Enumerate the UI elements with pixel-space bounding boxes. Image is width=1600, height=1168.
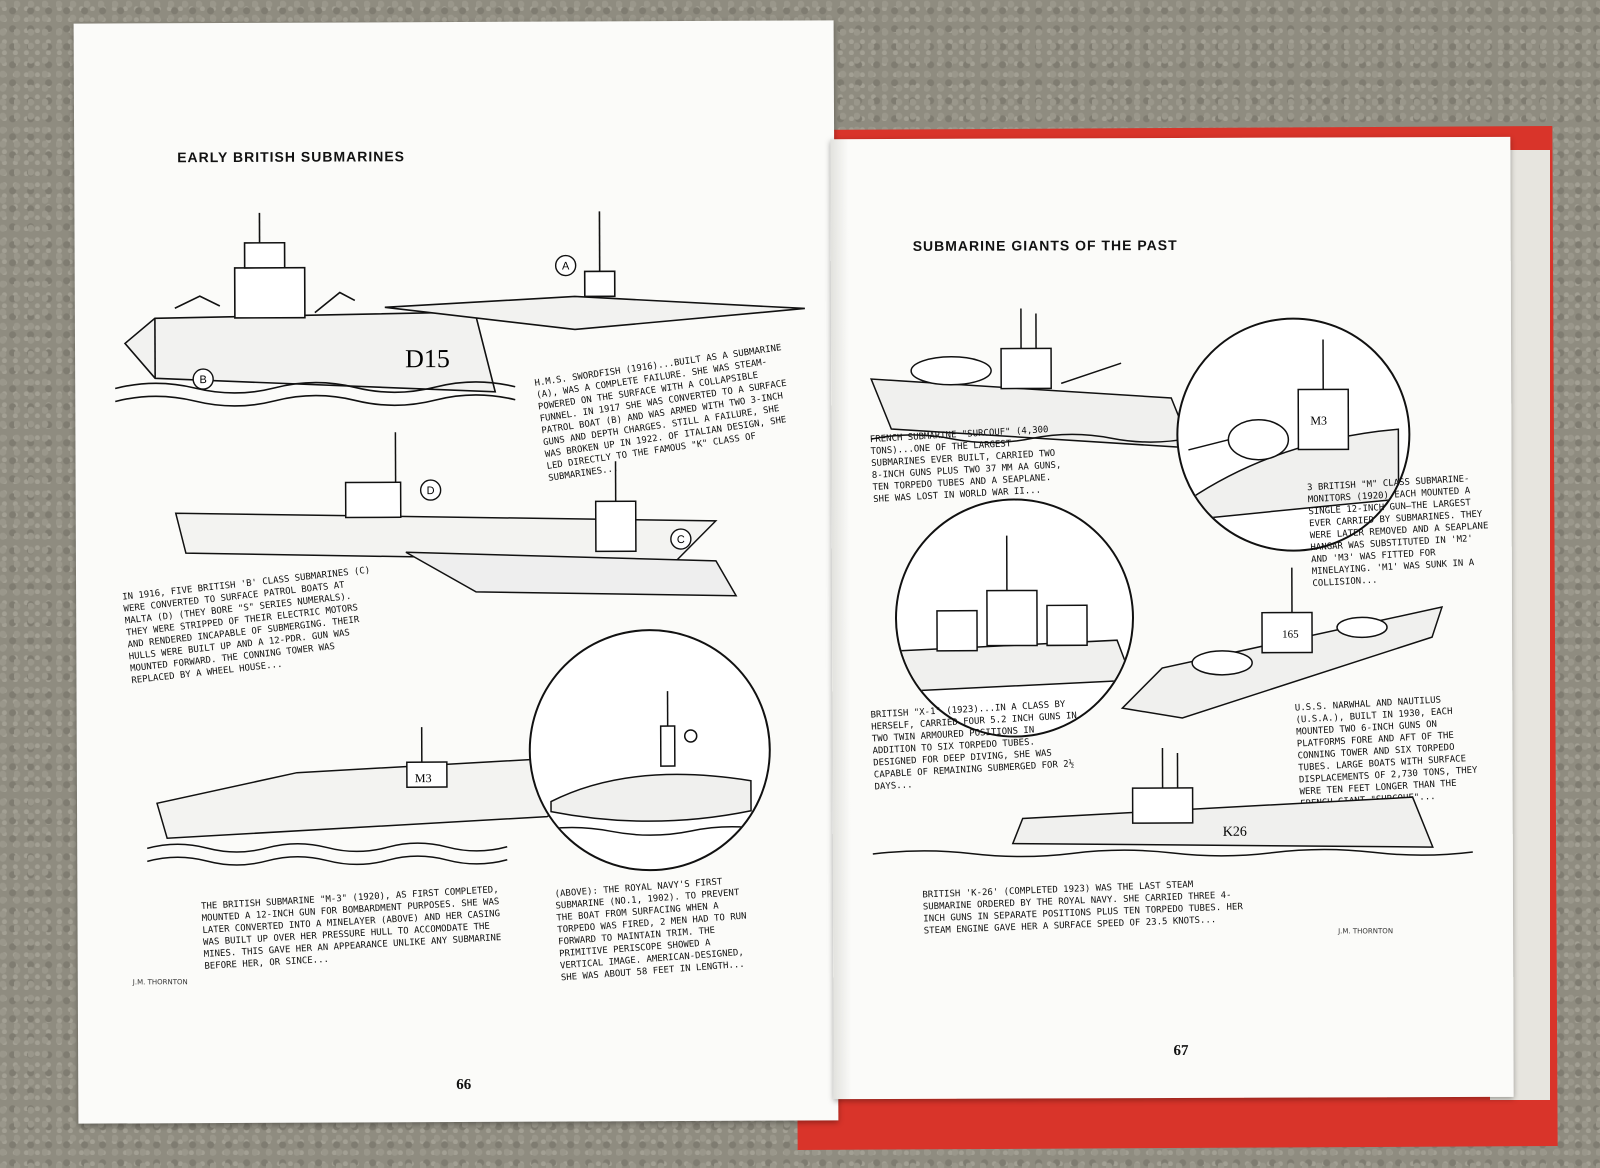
marker-d: D xyxy=(427,485,435,497)
k26-illustration: K26 xyxy=(872,748,1473,858)
page-number: 67 xyxy=(1173,1042,1189,1059)
hull-number-k26: K26 xyxy=(1223,825,1247,840)
hull-number-m3: M3 xyxy=(415,771,432,785)
right-page: SUBMARINE GIANTS OF THE PAST FRENCH SUBM… xyxy=(830,136,1514,1100)
page-number: 66 xyxy=(456,1076,472,1094)
m3-caption: THE BRITISH SUBMARINE "M-3" (1920), AS F… xyxy=(200,885,502,972)
narwhal-illustration: 165 xyxy=(1120,567,1444,719)
hull-number-165: 165 xyxy=(1282,629,1299,641)
marker-b: B xyxy=(199,374,206,386)
first-submarine-inset xyxy=(528,628,772,872)
hull-number-d15: D15 xyxy=(405,344,450,373)
surcouf-caption: FRENCH SUBMARINE "SURCOUF" (4,300 TONS).… xyxy=(869,425,1062,505)
marker-c: C xyxy=(677,534,685,546)
m-class-inset: M3 xyxy=(1175,317,1411,552)
page-title: EARLY BRITISH SUBMARINES xyxy=(177,148,406,166)
m3-illustration: M3 xyxy=(147,727,609,866)
k26-caption: BRITISH 'K-26' (COMPLETED 1923) WAS THE … xyxy=(922,880,1244,937)
page-title: SUBMARINE GIANTS OF THE PAST xyxy=(912,236,1178,254)
b-class-caption: IN 1916, FIVE BRITISH 'B' CLASS SUBMARIN… xyxy=(121,565,371,687)
b-class-illustration: D C xyxy=(174,432,738,597)
first-sub-caption: (ABOVE): THE ROYAL NAVY'S FIRST SUBMARIN… xyxy=(554,877,747,984)
marker-a: A xyxy=(562,260,570,272)
surcouf-illustration xyxy=(870,308,1193,449)
x1-inset xyxy=(894,498,1135,738)
hull-number-m3-right: M3 xyxy=(1310,413,1327,427)
artist-signature: J.M. THORNTON xyxy=(132,978,188,987)
artist-signature: J.M. THORNTON xyxy=(1338,927,1394,936)
swordfish-illustration: A B D15 xyxy=(114,211,805,407)
left-page: EARLY BRITISH SUBMARINES A B D15 H.M.S. … xyxy=(73,20,839,1124)
